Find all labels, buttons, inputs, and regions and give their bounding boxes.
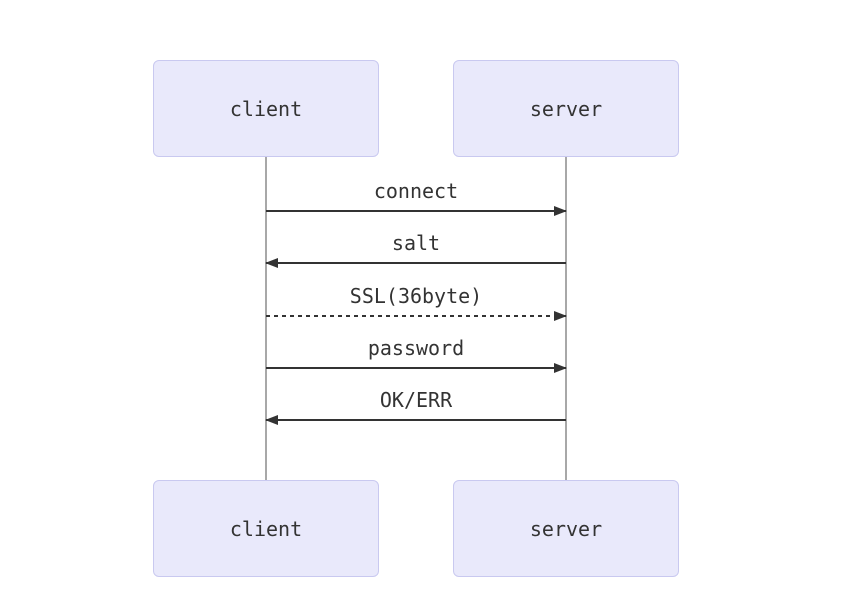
message-label: connect (373, 179, 459, 203)
message-label: password (367, 336, 465, 360)
actor-label-client: client (229, 516, 303, 541)
actor-box-server-top: server (453, 60, 679, 157)
message-label: salt (391, 231, 441, 255)
actor-label-server: server (529, 96, 603, 121)
message-label: SSL(36byte) (349, 284, 483, 308)
actor-label-client: client (229, 96, 303, 121)
actor-box-client-top: client (153, 60, 379, 157)
actor-label-server: server (529, 516, 603, 541)
actor-box-client-bottom: client (153, 480, 379, 577)
message-label: OK/ERR (379, 388, 453, 412)
actor-box-server-bottom: server (453, 480, 679, 577)
